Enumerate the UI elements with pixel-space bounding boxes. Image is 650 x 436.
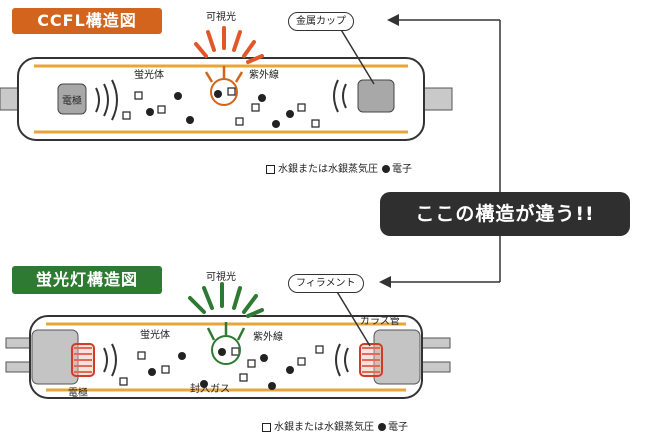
- difference-banner: ここの構造が違う!!: [380, 192, 630, 236]
- fluorescent-tube: [5, 282, 451, 399]
- ccfl-tube: [0, 26, 453, 141]
- fl-left-filament: [71, 343, 95, 377]
- fl-emission-ring: [211, 335, 241, 365]
- ccfl-visible-light-label: 可視光: [206, 12, 236, 23]
- ccfl-left-electrode: [57, 83, 87, 115]
- ccfl-legend-electron: 電子: [392, 164, 412, 175]
- ccfl-legend: 水銀または水銀蒸気圧 電子: [266, 160, 412, 175]
- fl-ultraviolet-label: 紫外線: [253, 332, 283, 343]
- fl-visible-light-label: 可視光: [206, 272, 236, 283]
- connector-arrows: [335, 14, 501, 347]
- fl-right-filament: [359, 343, 383, 377]
- fl-fill-gas-label: 封入ガス: [190, 384, 230, 395]
- fl-electrode-label: 電極: [68, 388, 88, 399]
- ccfl-right-electrode: [357, 79, 395, 113]
- mercury-square-icon: [266, 164, 275, 174]
- fl-legend: 水銀または水銀蒸気圧 電子: [262, 418, 408, 433]
- ccfl-ultraviolet-label: 紫外線: [249, 70, 279, 81]
- ccfl-emission-ring: [210, 78, 238, 106]
- fl-phosphor-label: 蛍光体: [140, 330, 170, 341]
- ccfl-metal-cup-callout: 金属カップ: [288, 12, 354, 31]
- fl-glass-tube-label: ガラス管: [360, 316, 400, 327]
- fluorescent-title: 蛍光灯構造図: [12, 266, 162, 294]
- ccfl-phosphor-label: 蛍光体: [134, 70, 164, 81]
- electron-dot-icon: [382, 165, 390, 173]
- electron-dot-icon: [378, 423, 386, 431]
- fl-legend-mercury: 水銀または水銀蒸気圧: [274, 422, 374, 433]
- ccfl-legend-mercury: 水銀または水銀蒸気圧: [278, 164, 378, 175]
- ccfl-electrode-label: 電極: [62, 96, 82, 107]
- fl-legend-electron: 電子: [388, 422, 408, 433]
- ccfl-title: CCFL構造図: [12, 8, 162, 34]
- mercury-square-icon: [262, 422, 271, 432]
- fl-filament-callout: フィラメント: [288, 274, 364, 293]
